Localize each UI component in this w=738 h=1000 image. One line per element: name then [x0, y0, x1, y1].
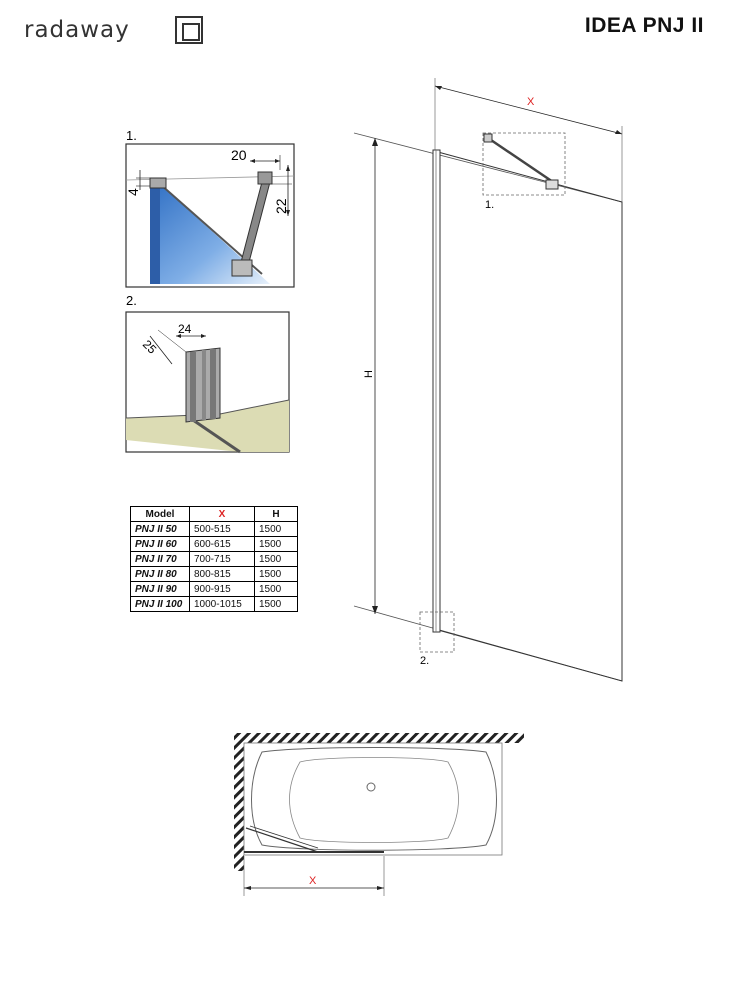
spec-table: Model X H PNJ II 50 500-515 1500 PNJ II …: [130, 506, 298, 612]
stabilizer-plan: [245, 827, 319, 853]
cell-x: 900-915: [189, 581, 255, 597]
header-model: Model: [130, 506, 190, 522]
product-title: IDEA PNJ II: [584, 14, 704, 37]
wall-profile: [432, 149, 441, 633]
wall-left-hatch: [234, 733, 244, 871]
detail-1-dim-left: 4: [125, 188, 141, 196]
table-row: PNJ II 60 600-615 1500: [130, 536, 298, 552]
table-row: PNJ II 80 800-815 1500: [130, 566, 298, 582]
cell-model: PNJ II 90: [130, 581, 190, 597]
floor-surface: [126, 400, 289, 452]
callout-1-label: 1.: [485, 199, 494, 211]
cell-model: PNJ II 60: [130, 536, 190, 552]
brand-logo: radaway: [22, 12, 203, 52]
elevation-view: 1. 2. X H: [353, 78, 623, 682]
cell-x: 800-815: [189, 566, 255, 582]
table-row: PNJ II 100 1000-1015 1500: [130, 596, 298, 612]
detail-2-label: 2.: [126, 293, 137, 308]
cell-model: PNJ II 50: [130, 521, 190, 537]
detail-1-dim-top: 20: [231, 147, 247, 163]
cell-h: 1500: [254, 596, 298, 612]
detail-2-dim-b: 24: [178, 322, 192, 336]
cell-x: 600-615: [189, 536, 255, 552]
logo-mark-icon: [175, 16, 203, 44]
cell-h: 1500: [254, 566, 298, 582]
cell-h: 1500: [254, 581, 298, 597]
cell-model: PNJ II 70: [130, 551, 190, 567]
cell-h: 1500: [254, 521, 298, 537]
cell-x: 1000-1015: [189, 596, 255, 612]
table-row: PNJ II 90 900-915 1500: [130, 581, 298, 597]
bathtub-basin: [251, 747, 497, 851]
table-row: PNJ II 70 700-715 1500: [130, 551, 298, 567]
plan-view: X: [234, 733, 524, 896]
detail-1-label: 1.: [126, 128, 137, 143]
plan-x-label: X: [309, 875, 317, 887]
glass-panel: [150, 184, 270, 284]
elevation-x-label: X: [527, 96, 535, 108]
callout-1-box: [482, 132, 566, 196]
callout-2-box: [419, 611, 455, 653]
cell-x: 500-515: [189, 521, 255, 537]
cell-h: 1500: [254, 536, 298, 552]
wall-top-hatch: [236, 733, 524, 743]
callout-2-label: 2.: [420, 655, 429, 667]
glass-panel-outline: [437, 151, 623, 682]
detail-1: 1. 20 4 22: [125, 128, 295, 288]
detail-2: 2. 24 25: [125, 293, 290, 454]
cell-h: 1500: [254, 551, 298, 567]
elevation-h-label: H: [363, 370, 375, 378]
header-x: X: [189, 506, 255, 522]
stabilizer-bar: [487, 136, 557, 186]
drain-icon: [366, 782, 376, 792]
header-h: H: [254, 506, 298, 522]
table-row: PNJ II 50 500-515 1500: [130, 521, 298, 537]
table-header-row: Model X H: [130, 506, 298, 522]
cell-model: PNJ II 80: [130, 566, 190, 582]
cell-model: PNJ II 100: [130, 596, 190, 612]
cell-x: 700-715: [189, 551, 255, 567]
brand-name: radaway: [24, 17, 130, 43]
detail-1-dim-right: 22: [273, 198, 289, 214]
bathtub-outer: [243, 742, 503, 856]
